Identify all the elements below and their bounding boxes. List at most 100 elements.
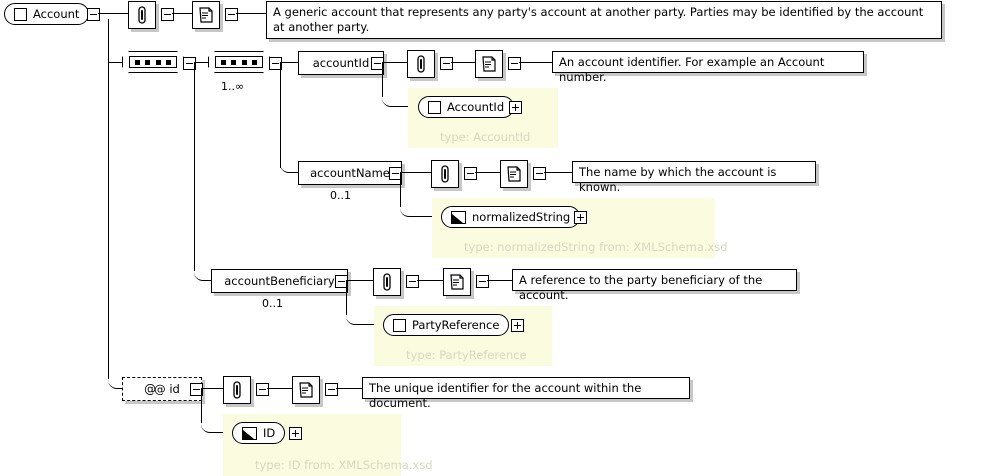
- documentation-text-root: A generic account that represents any pa…: [266, 1, 942, 39]
- documentation-collapse-toggle-root[interactable]: [225, 8, 238, 21]
- root-collapse-toggle[interactable]: [87, 8, 100, 21]
- connector-accountid-elbow-to-type: [382, 90, 408, 107]
- documentation-icon-box-accountname[interactable]: [500, 160, 528, 188]
- annotation-icon-box-attribute-id[interactable]: [223, 376, 251, 404]
- annotation-collapse-toggle-accountid[interactable]: [440, 57, 453, 70]
- root-element-label: Account: [33, 7, 80, 21]
- type-label-accountid: type: AccountId: [440, 130, 531, 144]
- annotation-icon-box-accountname[interactable]: [431, 160, 459, 188]
- connector-doc-to-text-accountid: [519, 62, 552, 63]
- simple-type-icon: [242, 426, 257, 440]
- type-ref-expand-toggle-accountname[interactable]: [574, 211, 587, 224]
- type-ref-expand-toggle-accountbeneficiary[interactable]: [511, 319, 524, 332]
- type-ref-accountbeneficiary[interactable]: PartyReference: [383, 314, 510, 336]
- type-ref-accountid[interactable]: AccountId: [418, 96, 515, 118]
- type-ref-expand-toggle-accountid[interactable]: [509, 101, 522, 114]
- connector-annotation-to-doc-root: [172, 13, 192, 14]
- annotation-collapse-toggle-attribute-id[interactable]: [256, 383, 269, 396]
- type-ref-label-accountid: AccountId: [447, 100, 505, 114]
- connector-attribute-id-elbow-to-type: [201, 416, 223, 433]
- paperclip-icon: [134, 6, 150, 24]
- connector-elbow-to-accountname: [280, 160, 298, 173]
- type-ref-attribute-id[interactable]: ID: [232, 422, 286, 444]
- type-label-accountbeneficiary: type: PartyReference: [406, 348, 527, 362]
- accountbeneficiary-collapse-toggle[interactable]: [335, 275, 348, 288]
- document-scroll-icon: [449, 273, 465, 291]
- cardinality-accountbeneficiary: 0..1: [262, 297, 283, 310]
- sequence-outer-collapse-toggle[interactable]: [183, 57, 196, 70]
- cardinality-accountname: 0..1: [330, 189, 351, 202]
- element-label-accountid: accountId: [312, 56, 370, 70]
- documentation-icon-box-accountid[interactable]: [475, 50, 503, 78]
- sequence-icon: [129, 56, 177, 68]
- compositor-sequence-inner[interactable]: [208, 51, 270, 73]
- annotation-icon-box-accountbeneficiary[interactable]: [373, 268, 401, 296]
- paperclip-icon: [437, 165, 453, 183]
- connector-doc-to-text-root: [236, 13, 266, 14]
- sequence-icon: [215, 56, 263, 68]
- element-label-accountname: accountName: [310, 166, 390, 180]
- connector-to-accountid: [280, 62, 298, 63]
- documentation-text-accountid: An account identifier. For example an Ac…: [552, 51, 864, 84]
- element-square-icon: [14, 7, 27, 21]
- paperclip-icon: [229, 381, 245, 399]
- annotation-collapse-toggle-accountname[interactable]: [464, 167, 477, 180]
- annotation-icon-box-accountid[interactable]: [407, 50, 435, 78]
- connector-annotation-to-doc-accountbeneficiary: [417, 280, 443, 281]
- connector-sequence-outer-to-inner: [194, 62, 208, 63]
- documentation-icon-box-root[interactable]: [192, 1, 220, 29]
- paperclip-icon: [379, 273, 395, 291]
- at-sign-icon: @: [144, 382, 157, 396]
- connector-attribute-id-to-annotation: [201, 388, 223, 389]
- cardinality-sequence-inner: 1..∞: [221, 80, 245, 93]
- documentation-collapse-toggle-accountid[interactable]: [508, 57, 521, 70]
- connector-doc-to-text-accountname: [544, 172, 572, 173]
- connector-accountname-to-annotation: [400, 172, 431, 173]
- annotation-collapse-toggle-accountbeneficiary[interactable]: [406, 275, 419, 288]
- accountname-collapse-toggle[interactable]: [389, 167, 402, 180]
- complex-type-square-icon: [393, 318, 406, 332]
- documentation-text-accountbeneficiary: A reference to the party beneficiary of …: [512, 269, 797, 302]
- type-ref-label-attribute-id: ID: [263, 426, 276, 440]
- type-label-accountname: type: normalizedString from: XMLSchema.x…: [464, 240, 728, 254]
- connector-accountname-branch: [400, 173, 401, 207]
- compositor-sequence-outer[interactable]: [122, 51, 184, 73]
- connector-accountid-branch: [382, 63, 383, 97]
- document-scroll-icon: [298, 381, 314, 399]
- type-ref-accountname[interactable]: normalizedString: [441, 206, 581, 228]
- document-scroll-icon: [198, 6, 214, 24]
- documentation-icon-box-attribute-id[interactable]: [292, 376, 320, 404]
- annotation-icon-box-root[interactable]: [128, 1, 156, 29]
- paperclip-icon: [413, 55, 429, 73]
- connector-annotation-to-doc-attribute-id: [267, 388, 292, 389]
- document-scroll-icon: [506, 165, 522, 183]
- accountid-collapse-toggle[interactable]: [371, 57, 384, 70]
- attribute-box-id[interactable]: @ @ id: [122, 377, 202, 401]
- documentation-collapse-toggle-accountbeneficiary[interactable]: [476, 275, 489, 288]
- documentation-text-attribute-id: The unique identifier for the account wi…: [362, 377, 690, 410]
- documentation-collapse-toggle-accountname[interactable]: [533, 167, 546, 180]
- connector-trunk-to-sequence-outer: [108, 62, 122, 63]
- connector-accountid-to-annotation: [382, 62, 407, 63]
- connector-accountbeneficiary-branch: [346, 281, 347, 315]
- type-ref-expand-toggle-attribute-id[interactable]: [289, 427, 302, 440]
- attribute-id-collapse-toggle[interactable]: [190, 383, 203, 396]
- connector-accountbeneficiary-to-annotation: [346, 280, 373, 281]
- connector-root-trunk: [108, 19, 109, 379]
- root-element-account[interactable]: Account: [4, 3, 90, 25]
- documentation-icon-box-accountbeneficiary[interactable]: [443, 268, 471, 296]
- complex-type-square-icon: [428, 100, 441, 114]
- documentation-collapse-toggle-attribute-id[interactable]: [325, 383, 338, 396]
- connector-elbow-to-accountbeneficiary: [194, 262, 211, 281]
- connector-sequence-outer-branch: [194, 63, 195, 271]
- element-box-accountbeneficiary[interactable]: accountBeneficiary: [211, 269, 348, 293]
- document-scroll-icon: [481, 55, 497, 73]
- sequence-inner-collapse-toggle[interactable]: [269, 57, 282, 70]
- element-box-accountname[interactable]: accountName: [298, 161, 402, 185]
- connector-doc-to-text-attribute-id: [336, 388, 362, 389]
- connector-annotation-to-doc-accountid: [451, 62, 475, 63]
- element-box-accountid[interactable]: accountId: [298, 51, 384, 75]
- connector-sequence-inner-branch: [280, 63, 281, 168]
- annotation-collapse-toggle-root[interactable]: [161, 8, 174, 21]
